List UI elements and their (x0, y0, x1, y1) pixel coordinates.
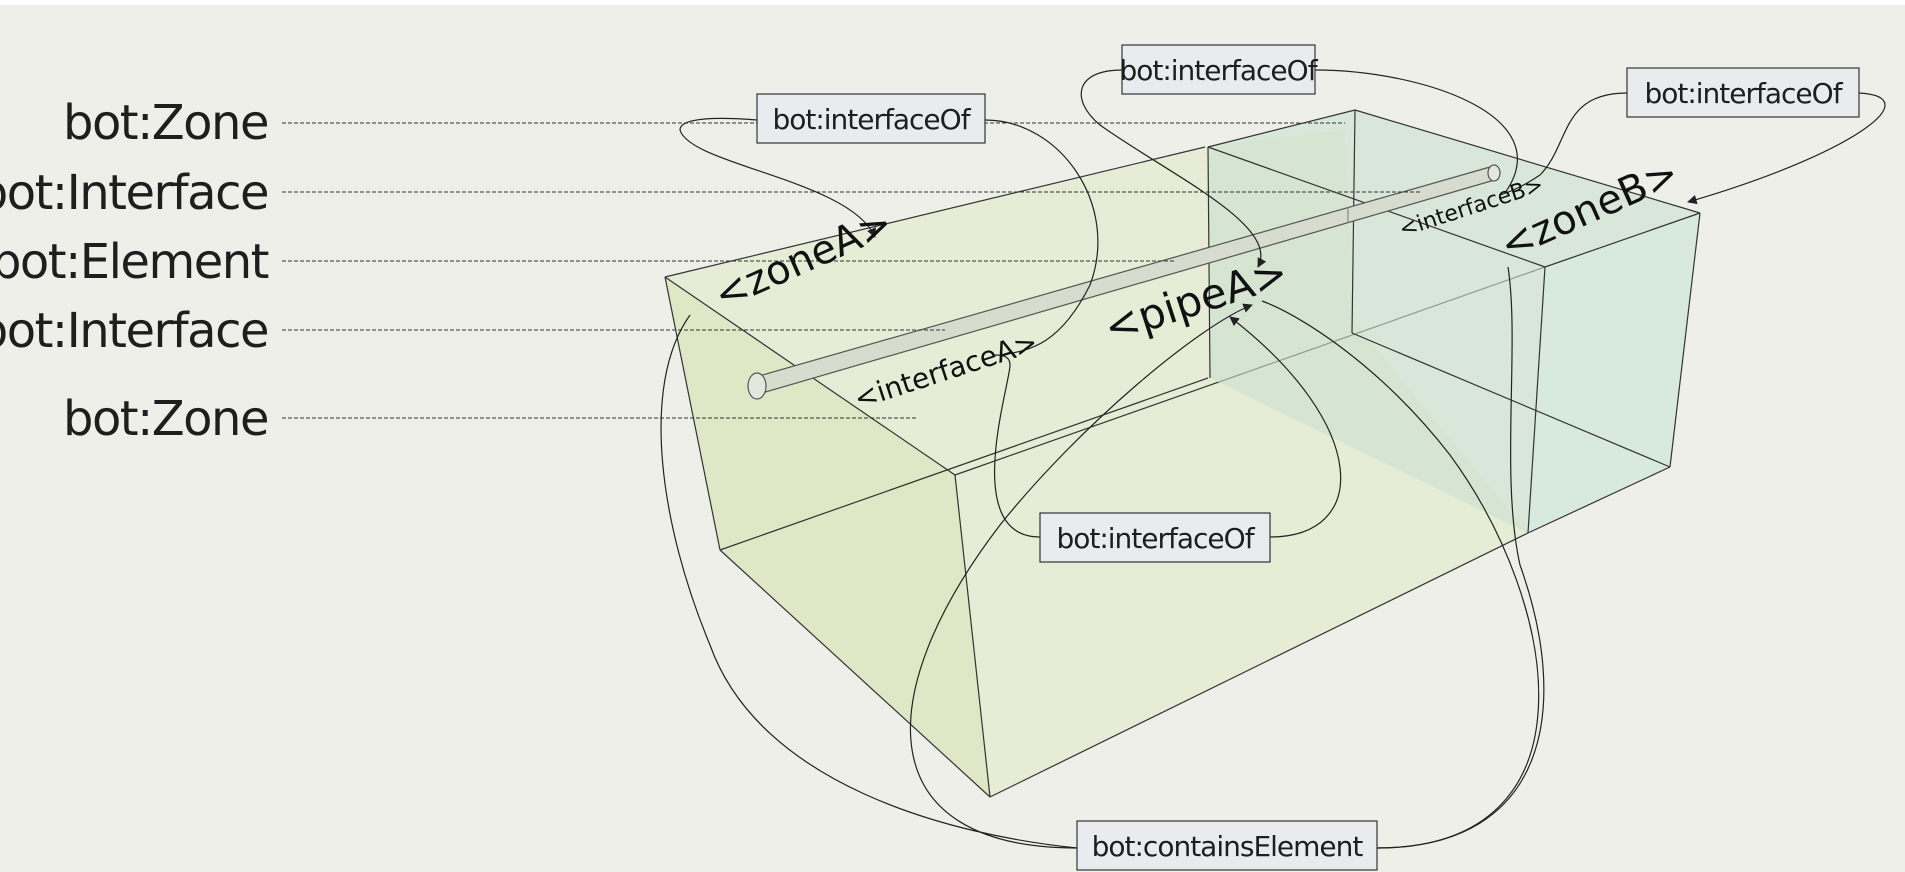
relation-text: bot:interfaceOf (772, 103, 971, 136)
class-label-interface-1: bot:Interface (0, 165, 268, 221)
class-label-element: bot:Element (0, 234, 269, 290)
class-label-zone-bottom: bot:Zone (63, 391, 268, 447)
relation-box-interfaceOf-3: bot:interfaceOf (1626, 67, 1860, 118)
class-label-zone-top: bot:Zone (63, 95, 268, 151)
diagram-canvas: <zoneA> <zoneB> <pipeA> <interfaceA> <in… (0, 5, 1905, 872)
relation-text: bot:interfaceOf (1119, 54, 1318, 87)
pipe-shape (747, 164, 1501, 400)
relation-box-interfaceOf-4: bot:interfaceOf (1039, 512, 1271, 563)
relation-text: bot:containsElement (1092, 830, 1364, 863)
relation-edges (660, 69, 1886, 849)
relation-box-interfaceOf-2: bot:interfaceOf (1119, 44, 1320, 95)
relation-box-interfaceOf-1: bot:interfaceOf (756, 93, 986, 144)
relation-text: bot:interfaceOf (1644, 77, 1843, 110)
class-label-interface-2: bot:Interface (0, 303, 268, 359)
diagram-svg: <zoneA> <zoneB> <pipeA> <interfaceA> <in… (0, 44, 1886, 871)
relation-box-containsElement: bot:containsElement (1076, 820, 1378, 871)
relation-text: bot:interfaceOf (1056, 522, 1255, 555)
